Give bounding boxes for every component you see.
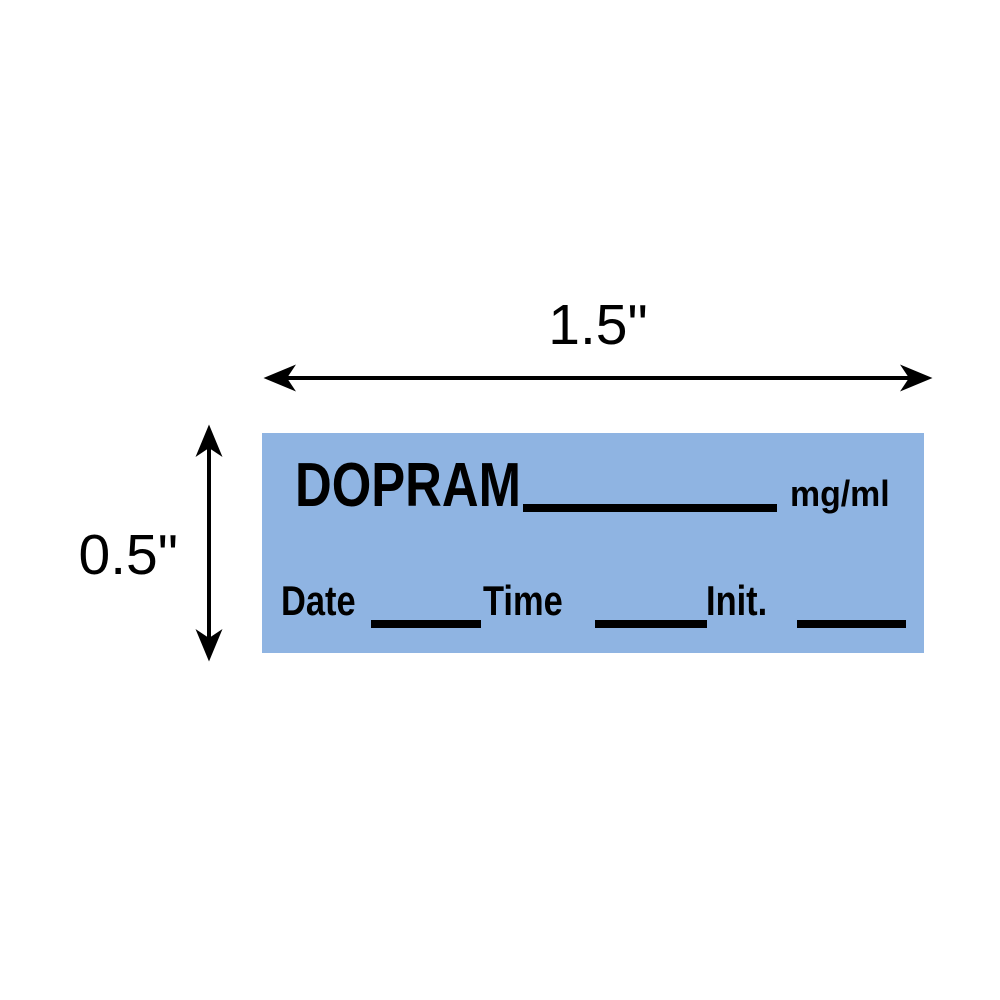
medication-label: DOPRAM mg/ml Date Time Init. [262, 433, 924, 653]
dose-blank-line [523, 504, 777, 512]
height-dimension-arrow-icon [195, 424, 223, 662]
unit-label: mg/ml [790, 473, 890, 514]
date-blank-line [371, 620, 481, 628]
init-label: Init. [706, 577, 768, 624]
drug-name: DOPRAM [295, 451, 521, 520]
date-label: Date [281, 577, 356, 624]
height-dimension-value: 0.5" [78, 523, 178, 587]
time-label: Time [483, 577, 563, 624]
width-dimension-arrow-icon [263, 364, 933, 392]
time-blank-line [595, 620, 707, 628]
width-dimension-value: 1.5" [548, 293, 648, 357]
init-blank-line [797, 620, 906, 628]
